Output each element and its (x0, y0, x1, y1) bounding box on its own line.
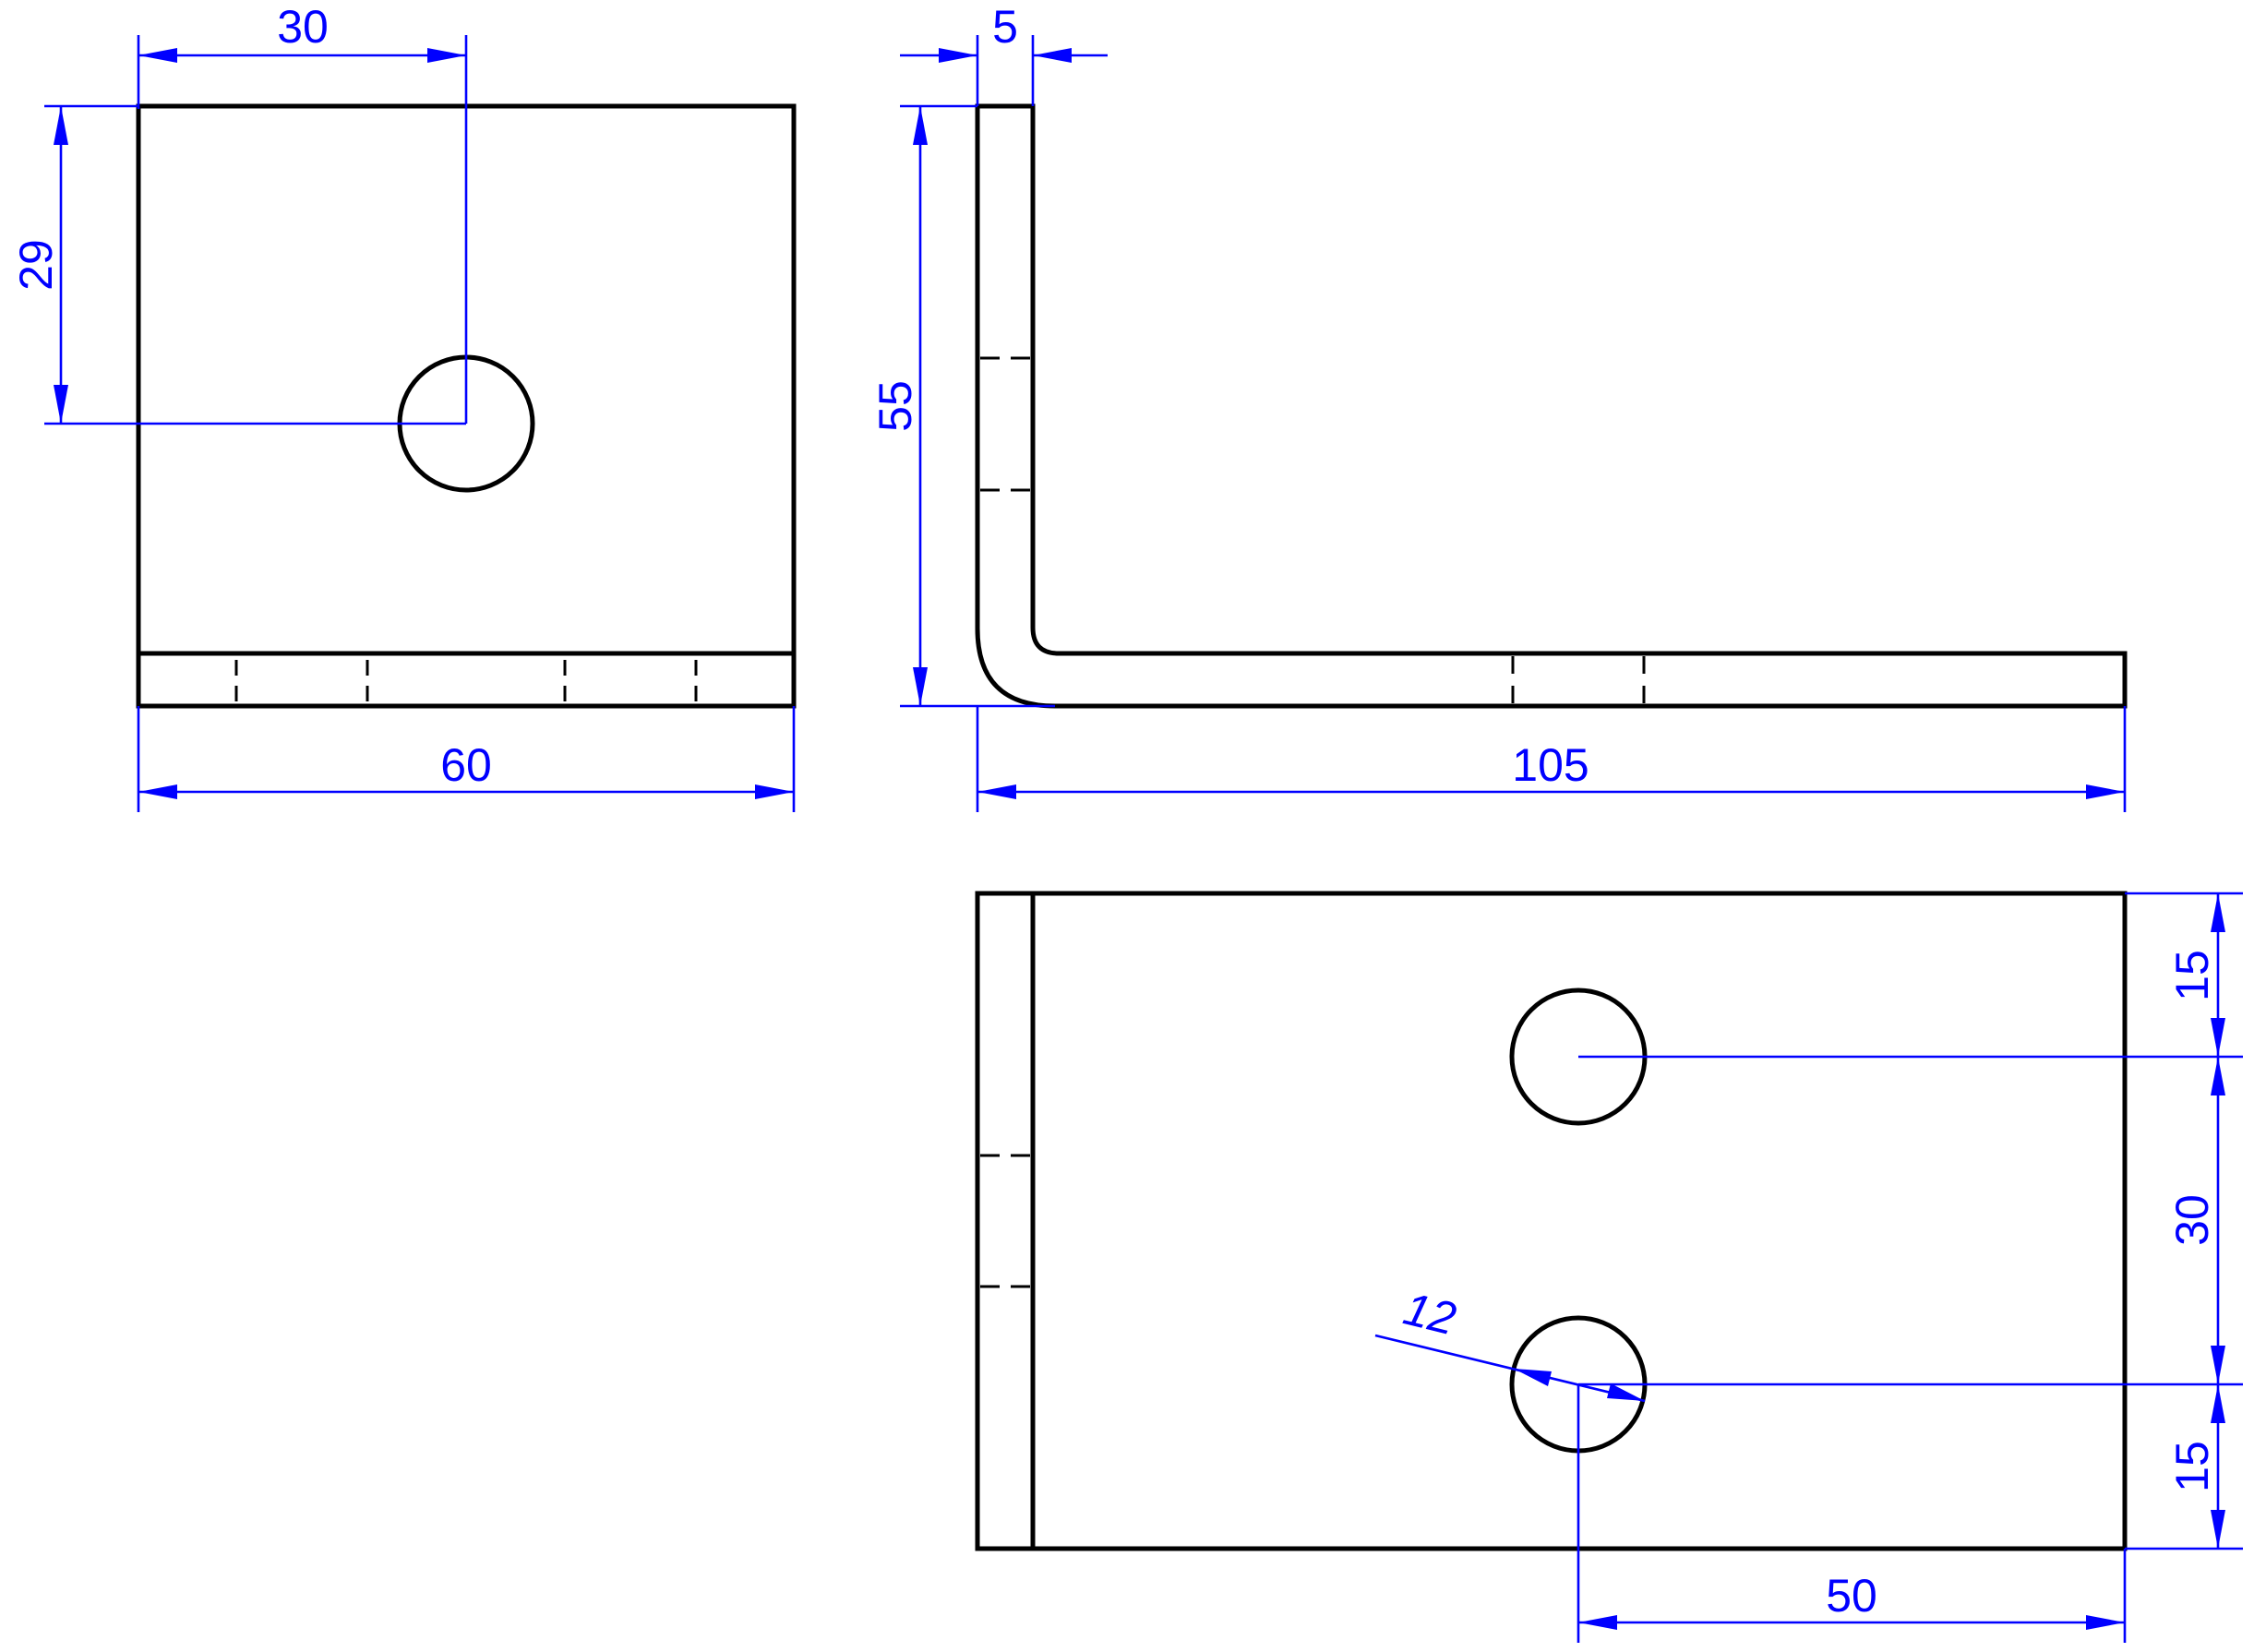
dim-width: 60 (137, 706, 796, 812)
dim-length: 105 (976, 706, 2127, 812)
dim-hole-offset: 50 (1577, 1384, 2127, 1643)
dim-hole-y: 29 (10, 104, 466, 425)
dim-hole-y-label: 29 (10, 239, 62, 291)
side-view: 5 55 105 (869, 1, 2128, 812)
top-view-hidden-lines (980, 1154, 1030, 1288)
side-view-profile (975, 103, 2128, 709)
dim-hole-spacing-label: 30 (2166, 1194, 2218, 1246)
dim-hole-x: 30 (137, 1, 468, 424)
dim-height-label: 55 (869, 380, 921, 432)
dim-hole-diameter: 12 (1374, 1283, 1646, 1403)
dim-thickness: 5 (900, 1, 1108, 106)
dim-edge-bottom-label: 15 (2166, 1441, 2218, 1492)
dim-width-label: 60 (440, 739, 492, 791)
top-view-outline (975, 891, 2128, 1551)
front-view: 30 29 60 (10, 1, 797, 812)
top-view: 15 30 15 50 12 (975, 891, 2243, 1643)
dim-hole-diameter-label: 12 (1398, 1283, 1460, 1346)
dim-edge-top-label: 15 (2166, 950, 2218, 1001)
dim-length-label: 105 (1512, 739, 1589, 791)
front-view-hidden-lines (234, 660, 698, 701)
dim-hole-spacing: 30 (2166, 1057, 2225, 1384)
dim-height: 55 (869, 104, 1055, 708)
dim-hole-x-label: 30 (277, 1, 329, 53)
dim-edge-top: 15 (2166, 893, 2225, 1057)
side-view-hidden-lines (980, 356, 1646, 703)
dim-edge-bottom: 15 (2166, 1384, 2225, 1549)
dim-hole-offset-label: 50 (1826, 1570, 1877, 1622)
dim-thickness-label: 5 (992, 1, 1018, 53)
